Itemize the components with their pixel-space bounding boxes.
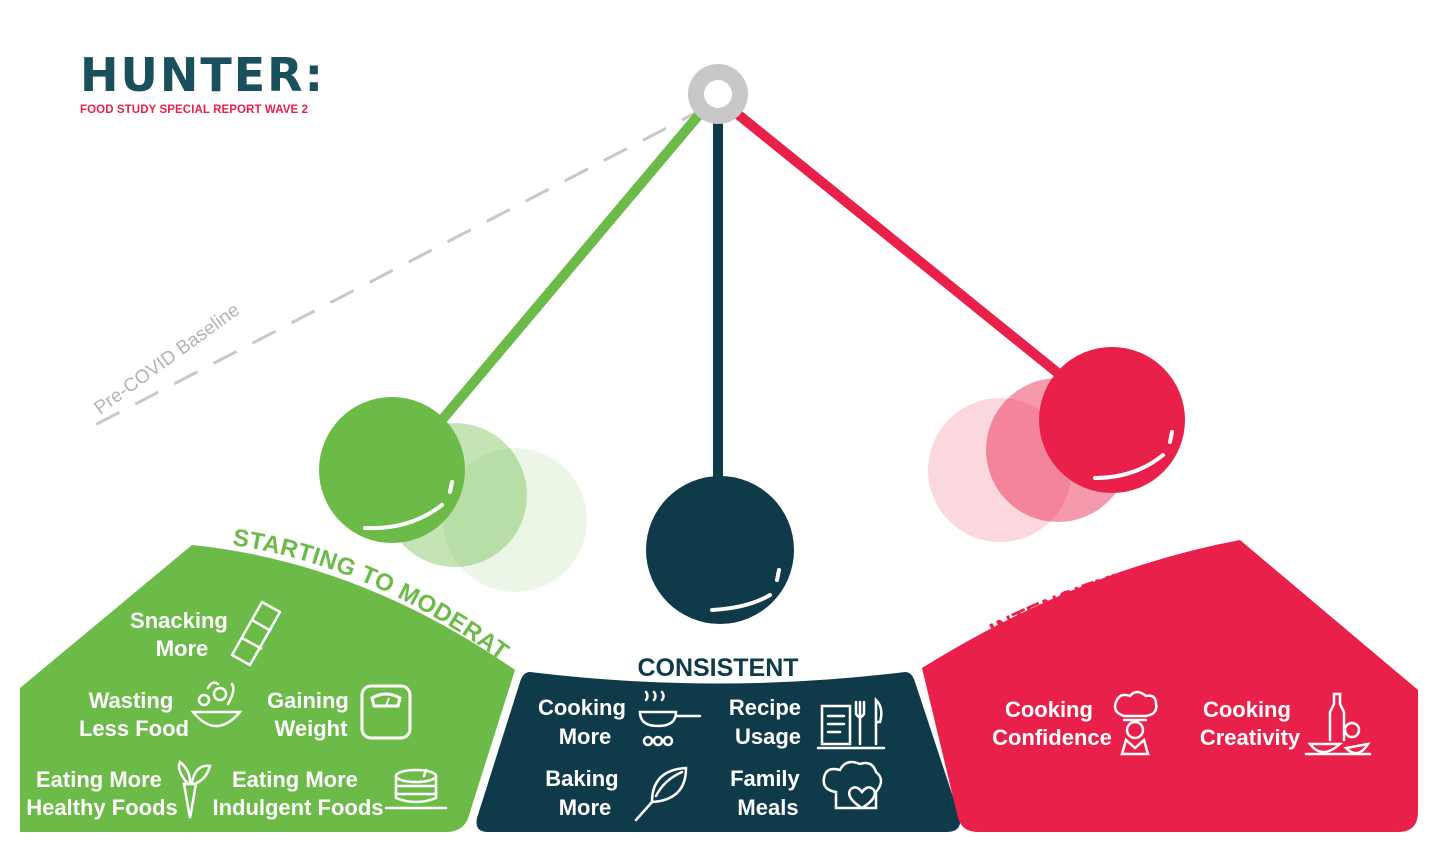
item-gaining-weight: Gaining Weight	[267, 684, 412, 741]
red-pendulum-arm	[731, 108, 1089, 399]
chef-hat-heart-icon	[822, 760, 883, 810]
green-pendulum-arm	[421, 106, 707, 444]
cooking-line2: More	[559, 724, 612, 749]
wasting-line2: Less Food	[79, 716, 189, 741]
family-line2: Meals	[737, 795, 798, 820]
svg-text:Cooking Creativity: Cooking Creativity	[1200, 697, 1301, 750]
indulgent-line2: Indulgent Foods	[212, 795, 383, 820]
item-eating-more-indulgent-foods: Eating More Indulgent Foods	[212, 767, 448, 820]
svg-text:Baking More: Baking More	[545, 766, 624, 820]
recipe-line1: Recipe	[729, 695, 801, 720]
snacking-line2: More	[156, 636, 209, 661]
gaining-line2: Weight	[275, 716, 349, 741]
item-snacking-more: Snacking More	[130, 600, 282, 667]
item-cooking-more: Cooking More	[538, 690, 702, 749]
intensifying-panel	[922, 540, 1418, 832]
creativity-line2: Creativity	[1200, 725, 1301, 750]
item-baking-more: Baking More	[545, 766, 688, 822]
item-family-meals: Family Meals	[730, 760, 883, 820]
baseline-dashed-line	[94, 106, 706, 427]
item-eating-more-healthy-foods: Eating More Healthy Foods	[26, 760, 212, 820]
svg-text:Gaining Weight: Gaining Weight	[267, 688, 355, 741]
cooking-line1: Cooking	[538, 695, 626, 720]
family-line1: Family	[730, 766, 800, 791]
consistent-title: CONSISTENT	[637, 654, 798, 682]
pivot-ring	[688, 64, 748, 124]
snack-bar-icon	[230, 600, 282, 667]
recipe-book-icon	[816, 696, 886, 750]
moderate-panel	[20, 545, 515, 832]
scale-icon	[360, 684, 412, 740]
svg-text:Eating More Indulgent Fo: Eating More Indulgent Foods	[212, 767, 383, 820]
svg-text:Family Meals: Family Meals	[730, 766, 806, 820]
healthy-line1: Eating More	[36, 767, 162, 792]
frying-pan-icon	[638, 690, 702, 747]
salad-bowl-icon	[190, 681, 243, 728]
red-pendulum-ball	[1039, 347, 1185, 493]
svg-text:Recipe Usage: Recipe Usage	[729, 695, 807, 749]
healthy-line2: Healthy Foods	[26, 795, 178, 820]
wasting-line1: Wasting	[89, 688, 174, 713]
baking-line2: More	[559, 795, 612, 820]
consistent-panel	[476, 672, 961, 832]
pancakes-icon	[384, 768, 448, 810]
svg-text:Cooking More: Cooking More	[538, 695, 632, 749]
confidence-line2: Confidence	[992, 725, 1112, 750]
chef-icon	[1113, 690, 1158, 756]
confidence-line1: Cooking	[1005, 697, 1093, 722]
gaining-line1: Gaining	[267, 688, 349, 713]
green-pendulum-ball	[319, 397, 465, 543]
item-recipe-usage: Recipe Usage	[729, 695, 886, 750]
creativity-line1: Cooking	[1203, 697, 1291, 722]
brand-logo: HUNTER: FOOD STUDY SPECIAL REPORT WAVE 2	[80, 52, 325, 116]
item-cooking-confidence: Cooking Confidence	[992, 690, 1158, 756]
svg-text:Eating More Healthy Food: Eating More Healthy Foods	[26, 767, 178, 820]
indulgent-line1: Eating More	[232, 767, 358, 792]
report-subtitle: FOOD STUDY SPECIAL REPORT WAVE 2	[80, 104, 309, 116]
logo-text: HUNTER:	[80, 48, 325, 102]
snacking-line1: Snacking	[130, 608, 228, 633]
ingredients-icon	[1304, 692, 1372, 756]
recipe-line2: Usage	[735, 724, 801, 749]
item-wasting-less-food: Wasting Less Food	[79, 681, 243, 741]
svg-text:Wasting Less Food: Wasting Less Food	[79, 688, 189, 741]
navy-pendulum-ball	[646, 476, 794, 624]
item-cooking-creativity: Cooking Creativity	[1200, 692, 1372, 756]
svg-text:Cooking Confidence: Cooking Confidence	[992, 697, 1112, 750]
svg-text:Snacking More: Snacking More	[130, 608, 234, 661]
whisk-icon	[634, 766, 688, 822]
carrot-icon	[177, 760, 212, 819]
baking-line1: Baking	[545, 766, 618, 791]
